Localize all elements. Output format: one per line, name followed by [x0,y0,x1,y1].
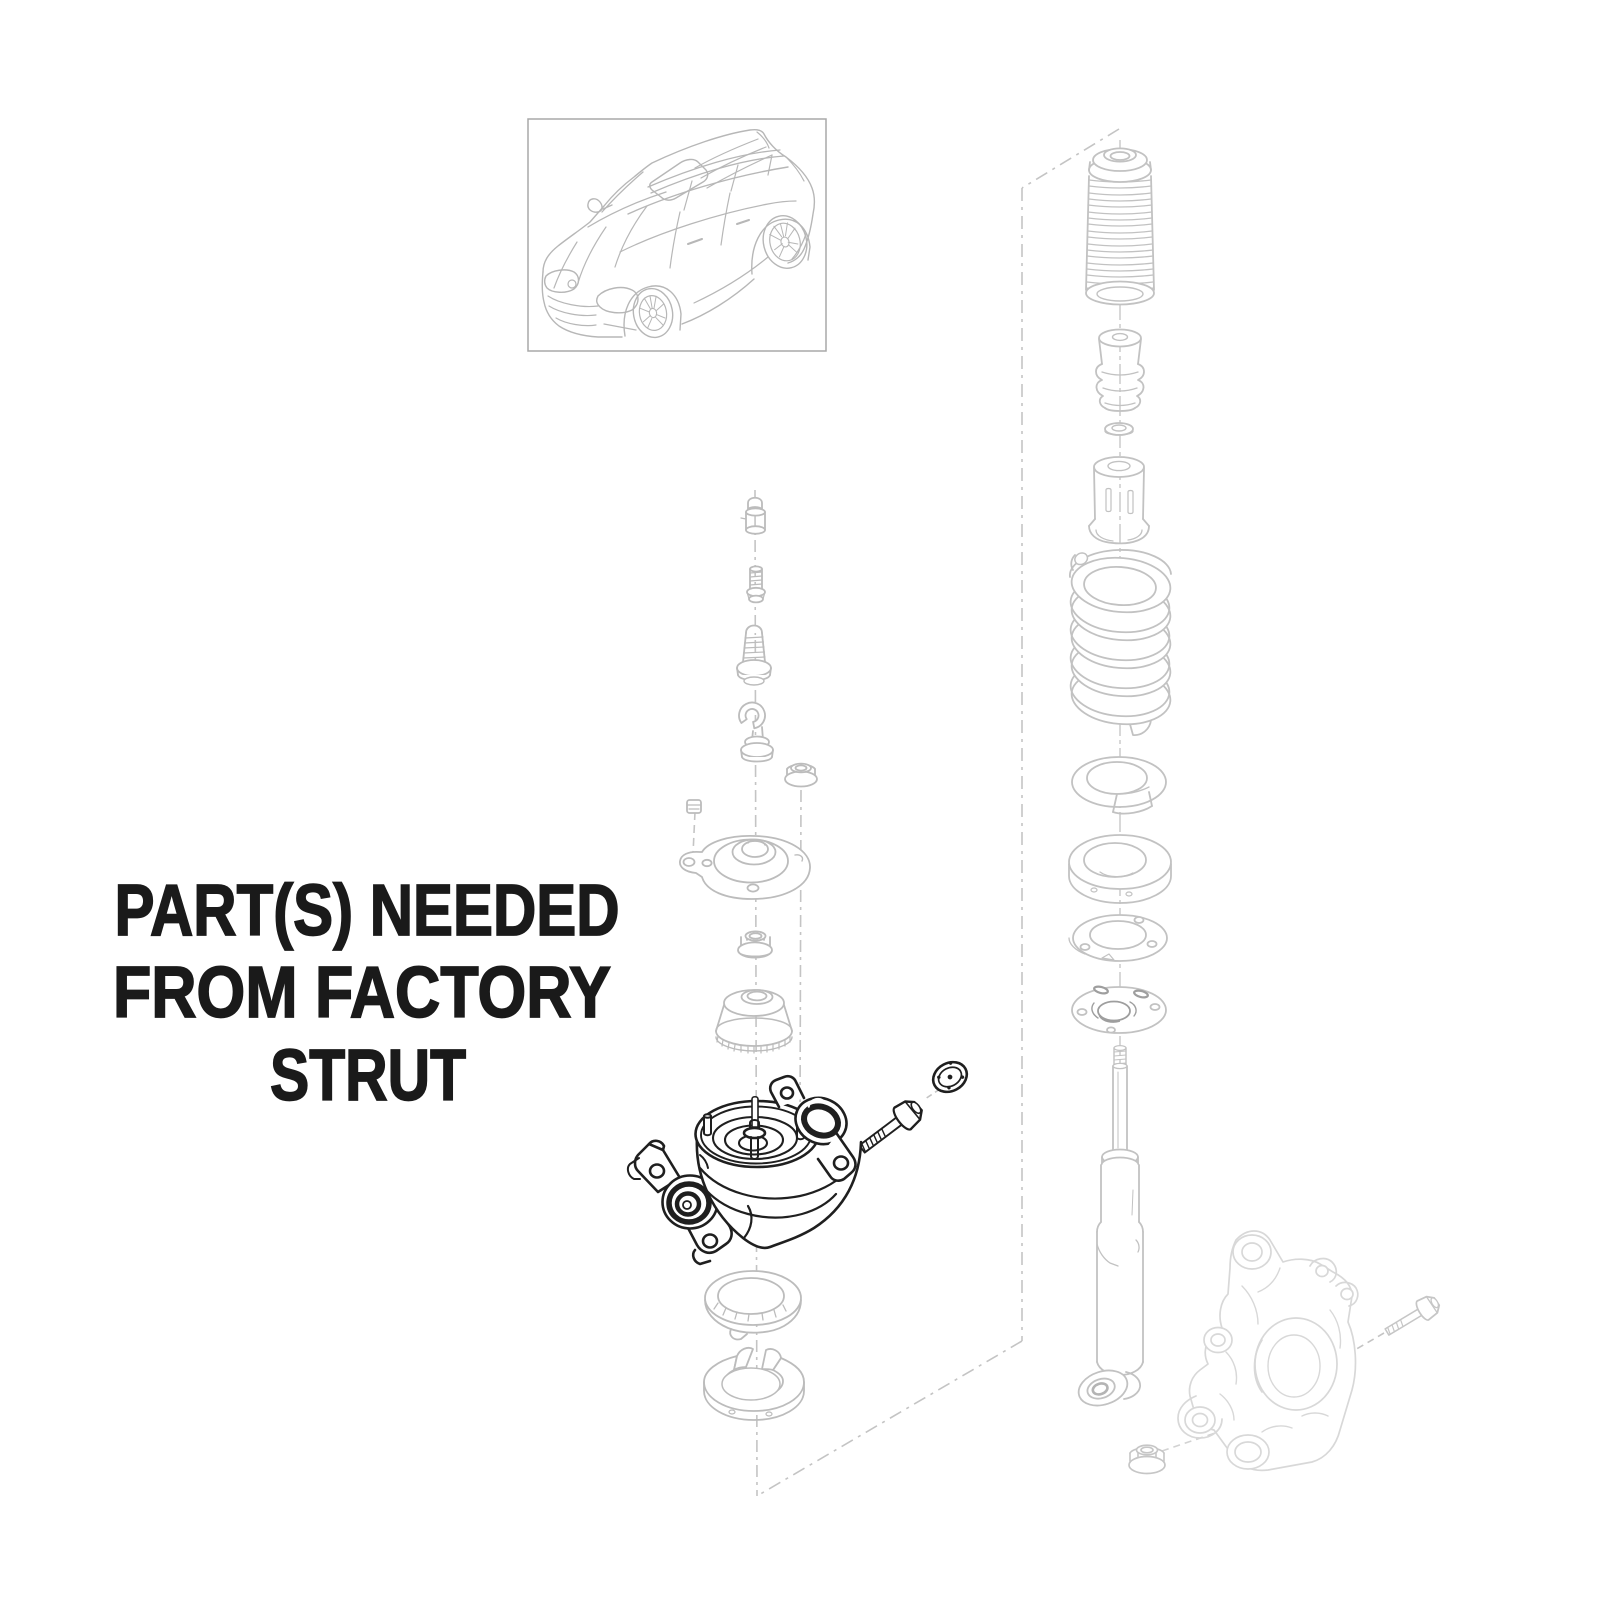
svg-text:STRUT: STRUT [270,1036,466,1116]
svg-text:PART(S) NEEDED: PART(S) NEEDED [115,871,620,951]
svg-text:FROM FACTORY: FROM FACTORY [113,953,611,1033]
